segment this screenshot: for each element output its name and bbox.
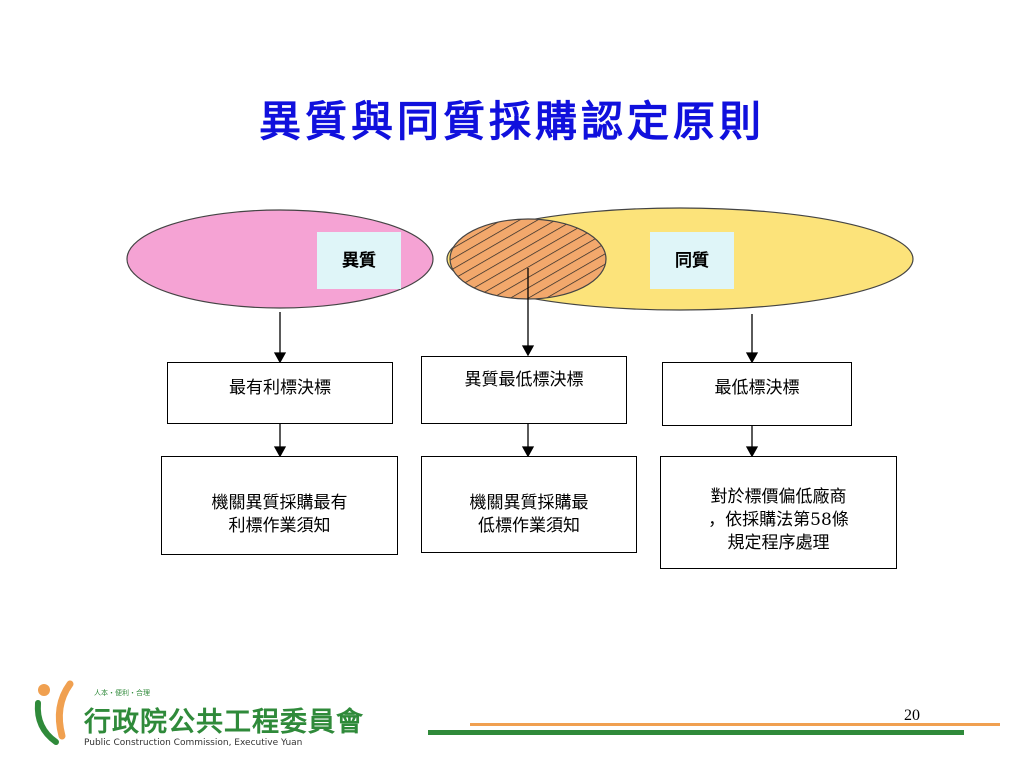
logo-tagline: 人本・便利・合理: [94, 689, 150, 697]
detail-text: 機關異質採購最有 利標作業須知: [211, 492, 348, 536]
arrow-head: [745, 446, 759, 458]
detail-box-lowest: 對於標價偏低廠商 ，依採購法第58條 規定程序處理: [660, 456, 897, 569]
method-box-best-value: 最有利標決標: [167, 362, 393, 424]
detail-text: 機關異質採購最 低標作業須知: [469, 492, 589, 536]
detail-text: 對於標價偏低廠商 ，依採購法第58條 規定程序處理: [708, 486, 849, 553]
page-title: 異質與同質採購認定原則: [258, 97, 765, 146]
detail-box-best-value: 機關異質採購最有 利標作業須知: [161, 456, 398, 555]
arrow-head: [521, 446, 535, 458]
method-label: 異質最低標決標: [464, 370, 584, 390]
venn-left-label: 異質: [317, 232, 401, 289]
arrow-head: [521, 345, 535, 357]
org-name-en: Public Construction Commission, Executiv…: [84, 738, 303, 748]
arrow-head: [273, 352, 287, 364]
venn-right-label: 同質: [650, 232, 734, 289]
footer-green-line: [428, 730, 964, 735]
arrow-head: [273, 446, 287, 458]
method-label: 最低標決標: [714, 378, 800, 398]
org-name-cn: 行政院公共工程委員會: [84, 707, 364, 738]
arrow-head: [745, 352, 759, 364]
method-box-lowest: 最低標決標: [662, 362, 852, 426]
method-box-heterogeneous-lowest: 異質最低標決標: [421, 356, 627, 424]
page-number: 20: [904, 707, 920, 724]
detail-box-heterogeneous-lowest: 機關異質採購最 低標作業須知: [421, 456, 637, 553]
logo-mark-icon: [34, 680, 74, 745]
footer-orange-line: [470, 723, 1000, 726]
method-label: 最有利標決標: [229, 378, 331, 398]
